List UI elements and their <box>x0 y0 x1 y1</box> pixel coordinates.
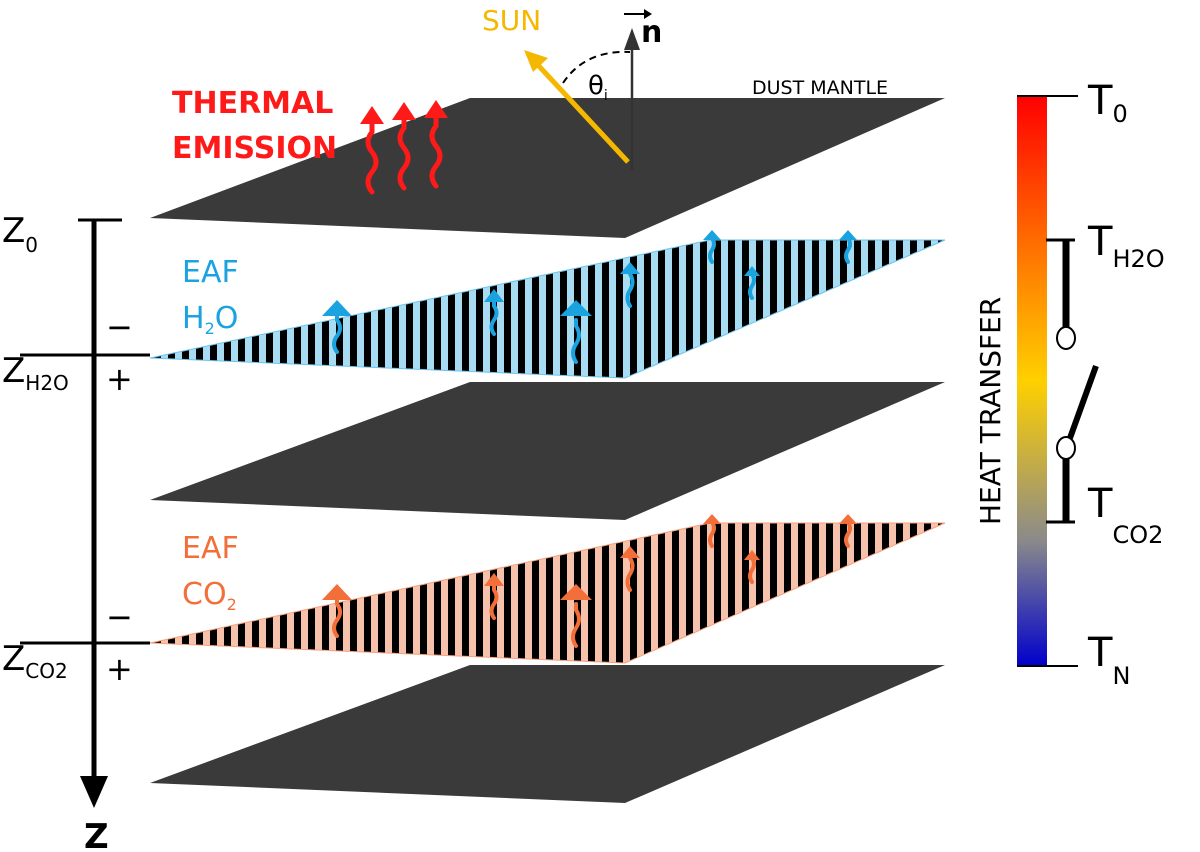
sun-label: SUN <box>482 4 541 37</box>
thermal-wave-arrow-icon <box>429 113 443 189</box>
dust-mantle-slab <box>150 98 945 238</box>
heat-transfer-label: HEAT TRANSFER <box>974 297 1007 525</box>
thermal-label-line1: THERMAL <box>172 86 333 121</box>
water-vapor-arrow-icon <box>748 272 756 300</box>
thermal-emission-arrows <box>365 113 443 195</box>
eaf-co2-label-line2: CO2 <box>182 577 237 614</box>
water-vapor-arrow-icon <box>708 236 716 264</box>
eaf-h2o-label-line2: H2O <box>182 301 238 338</box>
water-vapor-arrow-icon <box>571 318 581 364</box>
sun-ray-arrow-icon <box>535 62 630 164</box>
water-vapor-arrow-icon <box>625 266 635 308</box>
zco2-plus: + <box>106 650 133 688</box>
zco2-label: ZCO2 <box>2 639 68 683</box>
water-vapor-arrow-icon <box>332 312 342 354</box>
normal-label: n <box>641 15 662 50</box>
co2-vapor-arrow-icon <box>708 520 716 548</box>
zh2o-label: ZH2O <box>2 351 69 395</box>
switch-icon <box>1046 238 1099 524</box>
tco2-label: TCO2 <box>1087 481 1163 549</box>
co2-vapor-arrows <box>332 520 852 648</box>
interior-slab-1 <box>150 382 945 520</box>
eaf-co2-label-line1: EAF <box>182 531 239 566</box>
co2-vapor-arrow-icon <box>571 602 581 648</box>
temperature-gradient-bar <box>1017 96 1047 666</box>
th2o-label: TH2O <box>1087 219 1165 273</box>
thermal-arrowheads <box>360 100 448 124</box>
co2-sublimation-front <box>149 522 946 664</box>
z0-label: Z0 <box>2 211 38 257</box>
z-axis-label: Z <box>84 817 109 852</box>
dust-mantle-label: DUST MANTLE <box>752 77 888 99</box>
thermal-wave-arrow-icon <box>397 115 411 191</box>
tn-label: TN <box>1087 630 1130 690</box>
water-vapor-arrow-icon <box>489 298 499 336</box>
co2-vapor-arrow-icon <box>332 596 342 638</box>
co2-vapor-arrow-icon <box>844 520 852 548</box>
theta-label: θi <box>588 71 608 104</box>
eaf-h2o-label-line1: EAF <box>182 255 239 290</box>
zco2-minus: − <box>106 598 133 636</box>
co2-vapor-arrow-icon <box>748 556 756 584</box>
co2-vapor-arrow-icon <box>625 550 635 592</box>
thermal-wave-arrow-icon <box>365 119 379 195</box>
zh2o-minus: − <box>106 308 133 346</box>
zh2o-plus: + <box>106 360 133 398</box>
depth-axis-arrowhead <box>80 776 108 808</box>
incidence-angle-arc <box>562 50 631 84</box>
thermal-label-line2: EMISSION <box>172 131 337 166</box>
co2-vapor-arrow-icon <box>489 582 499 620</box>
water-vapor-arrows <box>332 236 852 364</box>
water-sublimation-front <box>149 239 946 379</box>
interior-slab-2 <box>150 665 945 803</box>
t0-label: T0 <box>1087 78 1128 128</box>
water-vapor-arrow-icon <box>844 236 852 264</box>
